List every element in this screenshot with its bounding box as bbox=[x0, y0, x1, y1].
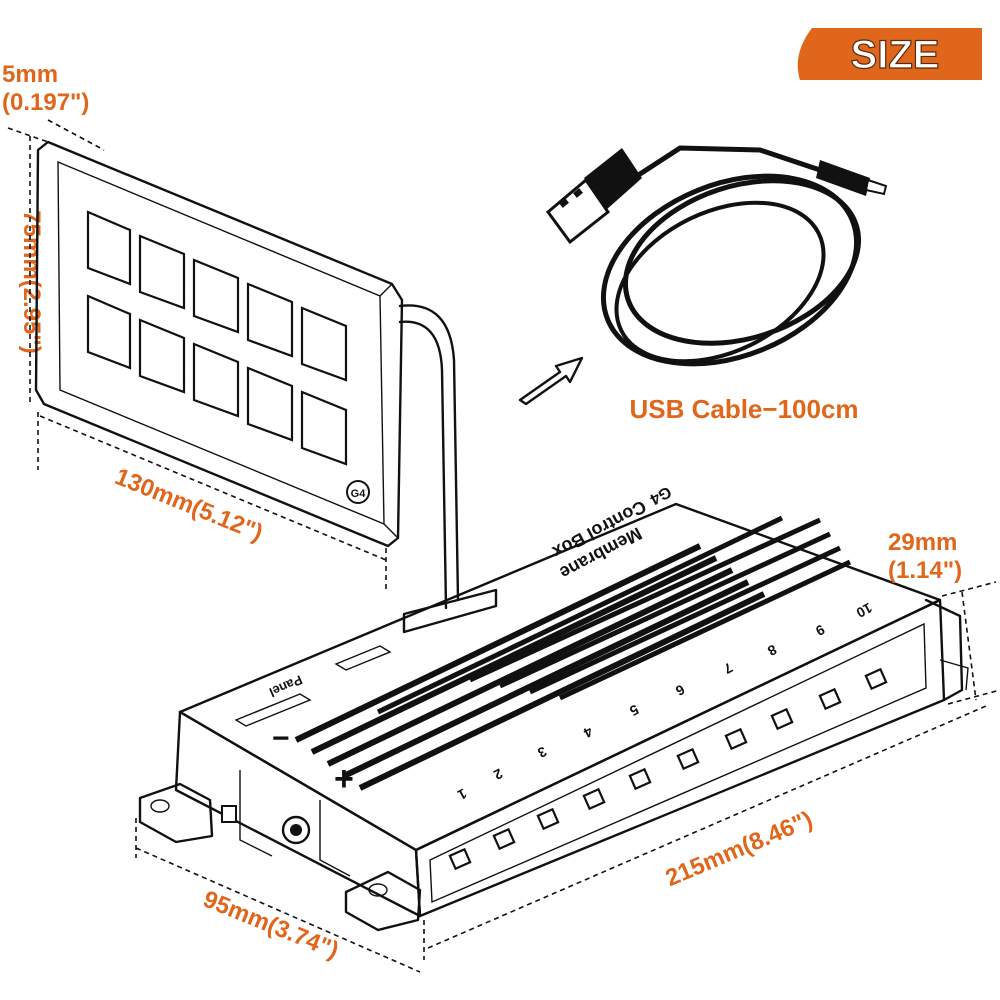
size-badge: SIZE bbox=[797, 28, 982, 80]
polarity-plus-label: + bbox=[334, 760, 354, 798]
panel-buttons bbox=[86, 210, 348, 466]
power-terminal-icon bbox=[221, 770, 351, 877]
box-length-label: 215mm(8.46") bbox=[662, 806, 817, 892]
control-box-model: G4 bbox=[647, 482, 674, 507]
size-badge-label: SIZE bbox=[851, 33, 940, 77]
panel-height-label: 75mm(2.95") bbox=[18, 210, 45, 353]
channel-label: 8 bbox=[765, 642, 780, 660]
usb-cable-icon bbox=[545, 145, 888, 367]
accessory-arrow-icon bbox=[518, 356, 584, 406]
panel-width-label: 130mm(5.12") bbox=[111, 463, 266, 547]
thickness-inch-label: (0.197") bbox=[2, 89, 89, 116]
box-height-dimension: 29mm (1.14") bbox=[888, 529, 1000, 705]
channel-label: 10 bbox=[854, 600, 875, 622]
channel-label: 5 bbox=[627, 702, 642, 720]
control-box: Membrane Control Box G4 Panel − + 1 2 3 … bbox=[138, 482, 969, 932]
box-height-mm-label: 29mm bbox=[888, 529, 957, 556]
thickness-dimension: 5mm (0.197") bbox=[2, 61, 105, 151]
panel-port-label: Panel bbox=[267, 672, 305, 700]
panel-ribbon-cable bbox=[398, 304, 498, 634]
channel-label: 9 bbox=[813, 622, 828, 640]
usb-cable-label: USB Cable−100cm bbox=[629, 394, 858, 424]
output-terminals bbox=[448, 667, 888, 871]
panel-height-dimension: 75mm(2.95") bbox=[18, 136, 45, 405]
channel-label: 4 bbox=[581, 724, 596, 742]
channel-label: 1 bbox=[455, 786, 470, 804]
polarity-minus-label: − bbox=[272, 722, 290, 755]
switch-panel: G4 bbox=[34, 140, 404, 548]
channel-label: 2 bbox=[491, 766, 506, 784]
thickness-mm-label: 5mm bbox=[2, 61, 58, 88]
box-width-label: 95mm(3.74") bbox=[199, 886, 342, 965]
heat-sink-fins bbox=[294, 515, 852, 791]
panel-logo-text: G4 bbox=[351, 488, 367, 500]
channel-label: 3 bbox=[535, 744, 550, 762]
channel-label: 7 bbox=[721, 660, 736, 678]
channel-label: 6 bbox=[673, 682, 688, 700]
box-height-inch-label: (1.14") bbox=[888, 557, 962, 584]
panel-logo-icon: G4 bbox=[346, 480, 370, 504]
